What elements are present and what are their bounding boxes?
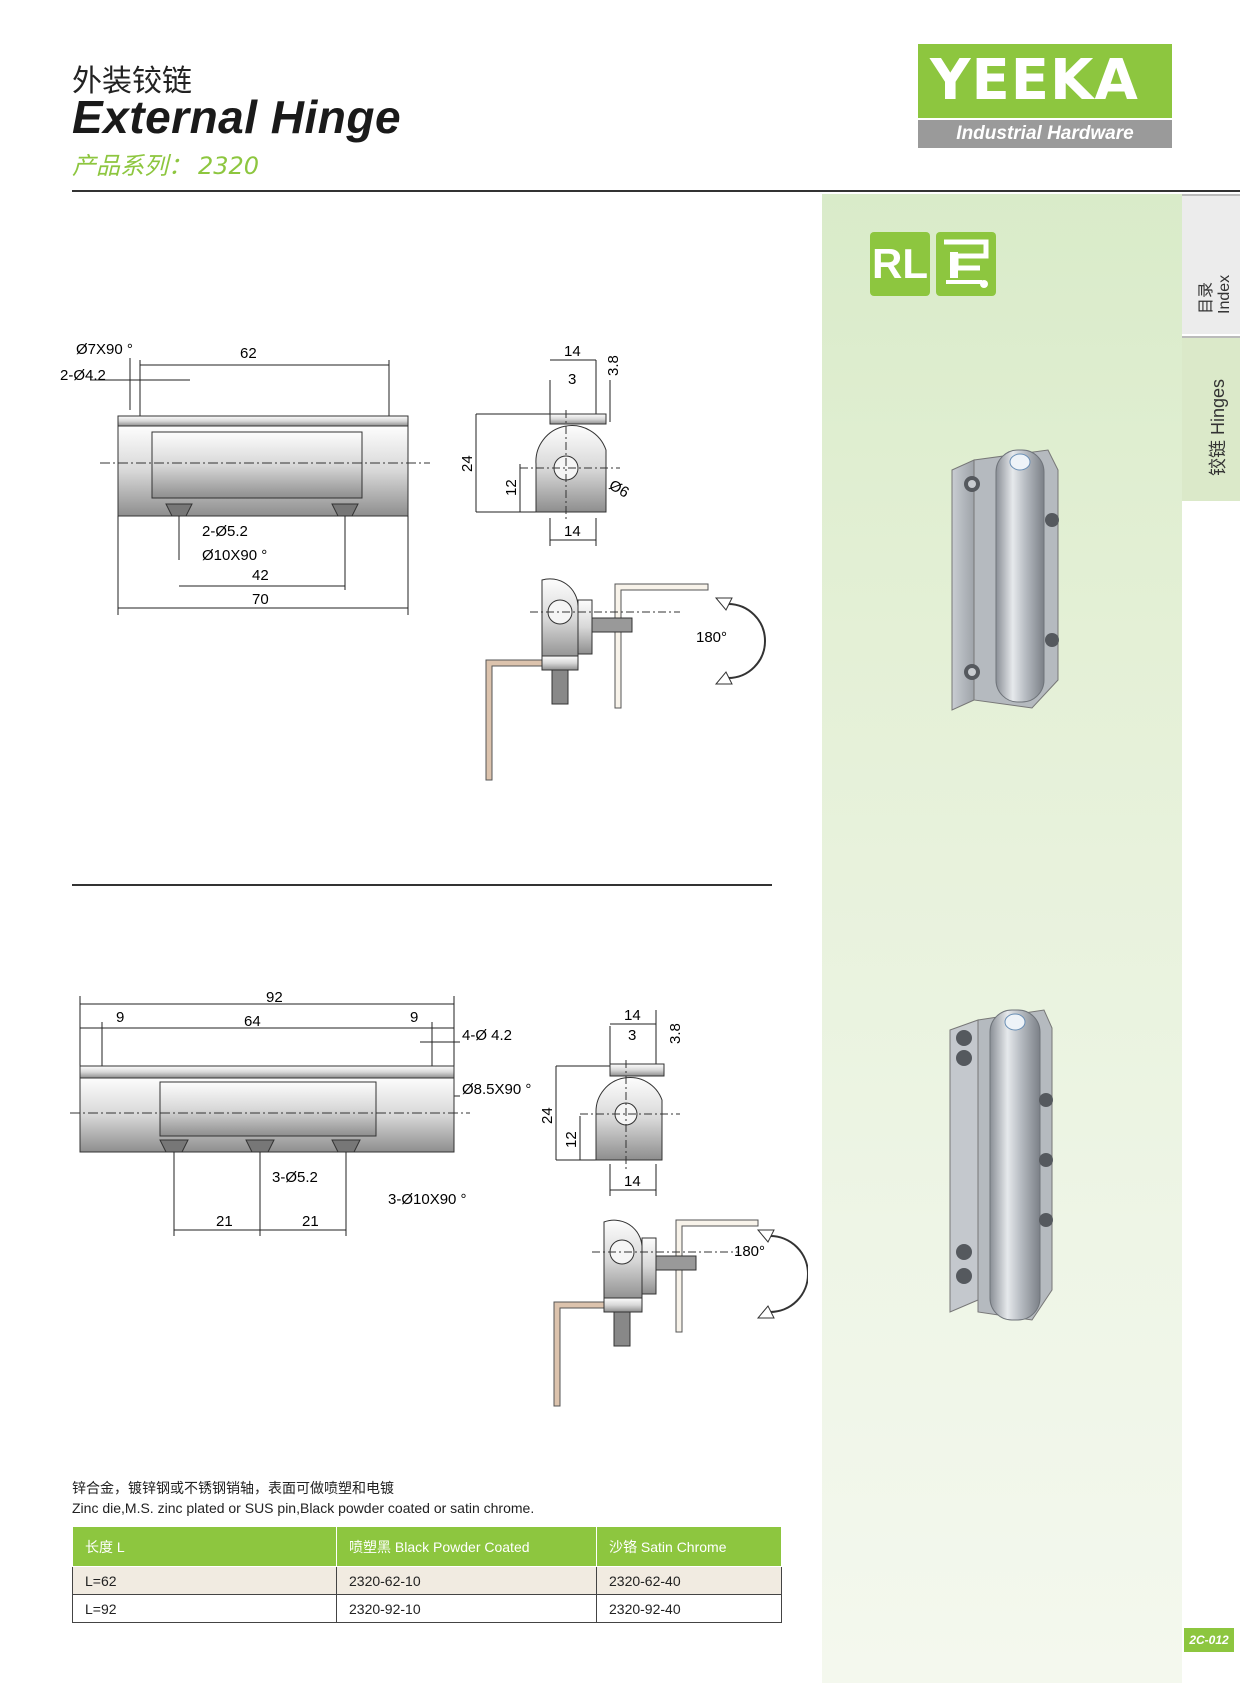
page-title-cn: 外装铰链 (72, 64, 192, 99)
cell: 2320-62-10 (336, 1566, 597, 1595)
col-black: 喷塑黑 Black Powder Coated (336, 1526, 597, 1567)
tab-index-label: 目录 Index (1198, 275, 1234, 314)
table-header-row: 长度 L 喷塑黑 Black Powder Coated 沙铬 Satin Ch… (72, 1526, 782, 1567)
side2-dim-38: 3.8 (667, 1023, 684, 1044)
hinge-photo-short (951, 449, 1059, 711)
side1-dim-38: 3.8 (605, 355, 622, 376)
tab-hinges-cn: 铰链 (1208, 440, 1228, 476)
cell: 2320-92-10 (336, 1594, 597, 1623)
material-desc-en: Zinc die,M.S. zinc plated or SUS pin,Bla… (72, 1500, 535, 1516)
material-desc-cn: 锌合金，镀锌钢或不锈钢销轴，表面可做喷塑和电镀 (72, 1481, 394, 1497)
dim-bottom-holes: 2-Ø5.2 (202, 523, 248, 540)
logo-brand: YEEKA (930, 48, 1139, 113)
rl-badge: RL (870, 232, 930, 296)
dim-62: 62 (240, 345, 257, 362)
header-divider (72, 190, 1240, 192)
table-row: L=62 2320-62-10 2320-62-40 (72, 1566, 782, 1595)
drawing-2-front-view: 92 9 64 9 4-Ø 4.2 Ø8.5X90 ° 3-Ø5.2 3-Ø10… (70, 990, 531, 1236)
dim-csk-85: Ø8.5X90 ° (462, 1081, 531, 1098)
dim-countersink: Ø7X90 ° (76, 341, 133, 358)
angle-180-1: 180° (696, 629, 727, 646)
col-chrome: 沙铬 Satin Chrome (596, 1526, 782, 1567)
dim-92: 92 (266, 990, 283, 1006)
side2-dim-14: 14 (624, 1007, 641, 1024)
page-title: External Hinge (72, 91, 402, 143)
table-row: L=92 2320-92-10 2320-92-40 (72, 1594, 782, 1623)
dim-3-csk: 3-Ø10X90 ° (388, 1191, 467, 1208)
side2-dim-14b: 14 (624, 1173, 641, 1190)
angle-180-2: 180° (734, 1243, 765, 1260)
tab-hinges[interactable]: 铰链 Hinges (1182, 336, 1240, 501)
logo-box: YEEKA (918, 44, 1172, 118)
cell: L=62 (72, 1566, 337, 1595)
side2-dim-12: 12 (563, 1131, 580, 1148)
col-length: 长度 L (72, 1526, 337, 1567)
dim-holes: 2-Ø4.2 (60, 367, 106, 384)
drawing-2-opening-view: 180° (553, 1219, 808, 1407)
side2-dim-24: 24 (540, 1107, 556, 1124)
drawing-1-front-view: 62 Ø7X90 ° 2-Ø4.2 2-Ø5.2 Ø10X90 ° 42 70 (60, 341, 430, 615)
logo-tagline: Industrial Hardware (918, 120, 1172, 148)
tab-hinges-label: 铰链 Hinges (1204, 379, 1230, 476)
side1-dim-24: 24 (460, 455, 476, 472)
series-label: 产品系列： (72, 152, 192, 180)
dim-9-right: 9 (410, 1009, 418, 1026)
dim-42: 42 (252, 567, 269, 584)
dim-9-left: 9 (116, 1009, 124, 1026)
dim-21-a: 21 (216, 1213, 233, 1230)
dim-4-holes: 4-Ø 4.2 (462, 1027, 512, 1044)
side1-dim-3: 3 (568, 371, 576, 388)
drawing-1-opening-view: 180° (485, 578, 766, 781)
brand-logo: YEEKA Industrial Hardware (918, 44, 1172, 148)
dim-21-b: 21 (302, 1213, 319, 1230)
cell: L=92 (72, 1594, 337, 1623)
drawing-1-side-view: 14 3 3.8 24 12 Ø6 14 (460, 343, 632, 546)
series-value: 2320 (198, 152, 260, 180)
dim-64: 64 (244, 1013, 261, 1030)
dim-bottom-csk: Ø10X90 ° (202, 547, 267, 564)
section-divider (72, 884, 772, 886)
cell: 2320-62-40 (596, 1566, 782, 1595)
tab-hinges-en: Hinges (1208, 378, 1228, 435)
tab-index[interactable]: 目录 Index (1182, 194, 1240, 334)
dim-70: 70 (252, 591, 269, 608)
tab-index-en: Index (1216, 274, 1233, 314)
side1-dim-14: 14 (564, 343, 581, 360)
side1-dim-12: 12 (503, 479, 520, 496)
spec-table: 长度 L 喷塑黑 Black Powder Coated 沙铬 Satin Ch… (72, 1526, 782, 1623)
product-photo-panel (822, 194, 1182, 1683)
page-number: 2C-012 (1184, 1628, 1234, 1652)
side1-dim-14b: 14 (564, 523, 581, 540)
tab-index-cn: 目录 (1198, 281, 1215, 314)
door-mount-icon (936, 232, 996, 296)
drawing-2-side-view: 14 3 3.8 24 12 14 (540, 1007, 684, 1196)
product-series: 产品系列：2320 (72, 146, 259, 181)
side1-dim-d6: Ø6 (606, 477, 632, 502)
hinge-photo-long (949, 1009, 1053, 1321)
dim-3-holes: 3-Ø5.2 (272, 1169, 318, 1186)
side2-dim-3: 3 (628, 1027, 636, 1044)
cell: 2320-92-40 (596, 1594, 782, 1623)
